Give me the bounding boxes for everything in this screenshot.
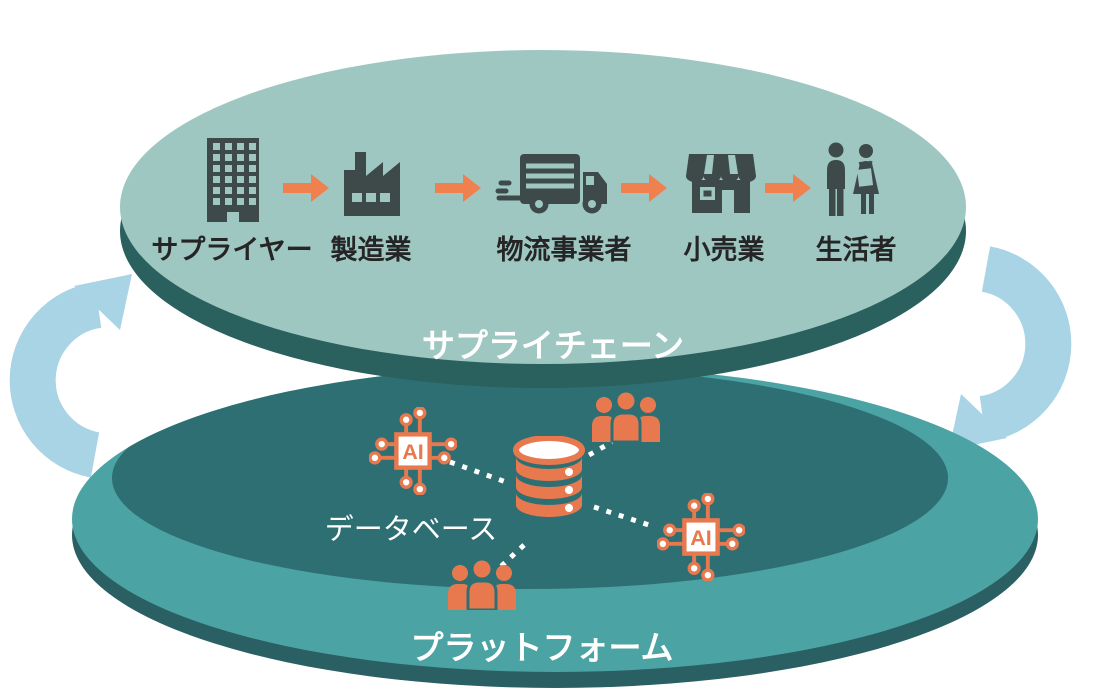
flow-label-logistics: 物流事業者 [496, 235, 632, 265]
ai-chip-icon: AI [369, 407, 457, 495]
svg-text:AI: AI [690, 526, 712, 550]
ai-chip-icon: AI [657, 493, 745, 581]
flow-label-consumer: 生活者 [815, 235, 897, 265]
flow-label-manufacturing: 製造業 [330, 235, 412, 265]
users-group-icon [448, 560, 516, 610]
database-icon [513, 436, 585, 517]
cycle-arrow-right-icon [949, 246, 1072, 450]
flow-label-supplier: サプライヤー [151, 235, 313, 265]
platform-disc-label: プラットフォーム [410, 629, 674, 666]
flow-label-retail: 小売業 [683, 235, 765, 265]
flow-arrow-icon [765, 174, 811, 202]
database-label: データベース [324, 514, 498, 546]
flow-arrow-icon [621, 174, 667, 202]
users-group-icon [592, 392, 660, 442]
building-icon [207, 138, 259, 222]
cycle-arrow-left-icon [9, 274, 132, 478]
flow-arrow-icon [435, 174, 481, 202]
consumers-icon [827, 142, 879, 216]
platform-disc [72, 366, 1038, 672]
svg-text:AI: AI [402, 440, 424, 464]
supply-chain-disc-label: サプライチェーン [421, 327, 685, 364]
store-icon [686, 154, 756, 213]
truck-icon [495, 154, 607, 214]
flow-arrow-icon [283, 174, 329, 202]
factory-icon [344, 152, 400, 216]
